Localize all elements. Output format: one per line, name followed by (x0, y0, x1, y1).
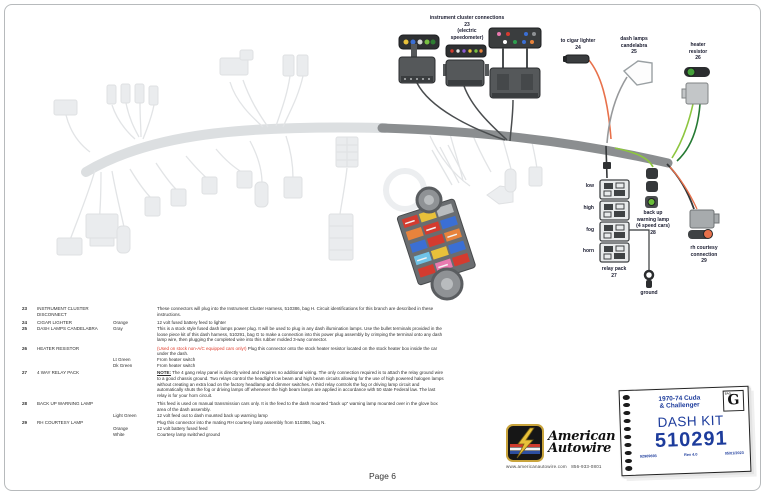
label-ground: ground (640, 290, 658, 296)
label-instrument-cluster: instrument cluster connections 23 (elect… (429, 15, 505, 41)
fuse-box-photo (396, 186, 476, 301)
label-backup-lamp: back up warning lamp (4 speed cars) 28 (636, 210, 670, 236)
label-relay-low: low (585, 183, 594, 189)
instrument-cluster-connectors (398, 27, 542, 99)
courtesy-wire-black (666, 163, 695, 210)
heater-wire-lt-green (671, 103, 694, 159)
relay-pack-graphic (599, 162, 630, 263)
candelabra-wire (606, 76, 628, 144)
courtesy-connector (688, 209, 720, 239)
brand-contact: www.americanautowire.com 856-933-0801 (506, 464, 602, 469)
faded-harness-graphic (65, 75, 538, 241)
harness-trunk (377, 123, 673, 168)
kit-vehicle: 1970-74 Cuda & Challenger (658, 394, 701, 411)
ground-terminal (643, 269, 655, 288)
label-relay-pack: relay pack 27 (601, 266, 627, 279)
label-relay-high: high (583, 205, 594, 211)
heater-resistor-connector (681, 67, 710, 105)
kit-part-number: 510291 (654, 427, 729, 452)
ground-wire (628, 229, 650, 270)
backup-wire (614, 147, 654, 168)
label-cigar-lighter: to cigar lighter 24 (560, 38, 596, 51)
page-number: Page 6 (369, 471, 396, 481)
kit-card: 1970-74 Cuda & Challenger BAG G DASH KIT… (618, 385, 752, 477)
brand-block: American Autowire www.americanautowire.c… (506, 424, 646, 470)
label-courtesy: rh courtesy connection 29 (690, 245, 718, 264)
label-dash-lamps: dash lamps candelabra 25 (620, 36, 648, 55)
candelabra-connector (622, 60, 653, 86)
spiral-binding-icon (622, 394, 634, 472)
kit-date: 05/01/2023 (724, 451, 744, 456)
branch-wires (416, 58, 701, 270)
heater-wire-dk-green (676, 103, 701, 162)
label-heater-resistor: heater resistor 26 (688, 42, 708, 61)
kit-revision: Rev 4.0 (684, 452, 698, 458)
cigar-lighter-connector (563, 54, 590, 64)
label-relay-fog: fog (586, 227, 594, 233)
courtesy-wire-orange (669, 166, 698, 210)
backup-lamp-connector (645, 168, 658, 208)
bag-badge: BAG G (722, 389, 745, 412)
faded-connectors (53, 49, 543, 261)
cigar-lighter-wire (587, 58, 612, 140)
brand-name: American Autowire (548, 428, 616, 456)
kit-doc-number: 92969693 (639, 454, 657, 459)
american-autowire-logo-icon (506, 424, 544, 462)
label-relay-horn: horn (582, 248, 594, 254)
